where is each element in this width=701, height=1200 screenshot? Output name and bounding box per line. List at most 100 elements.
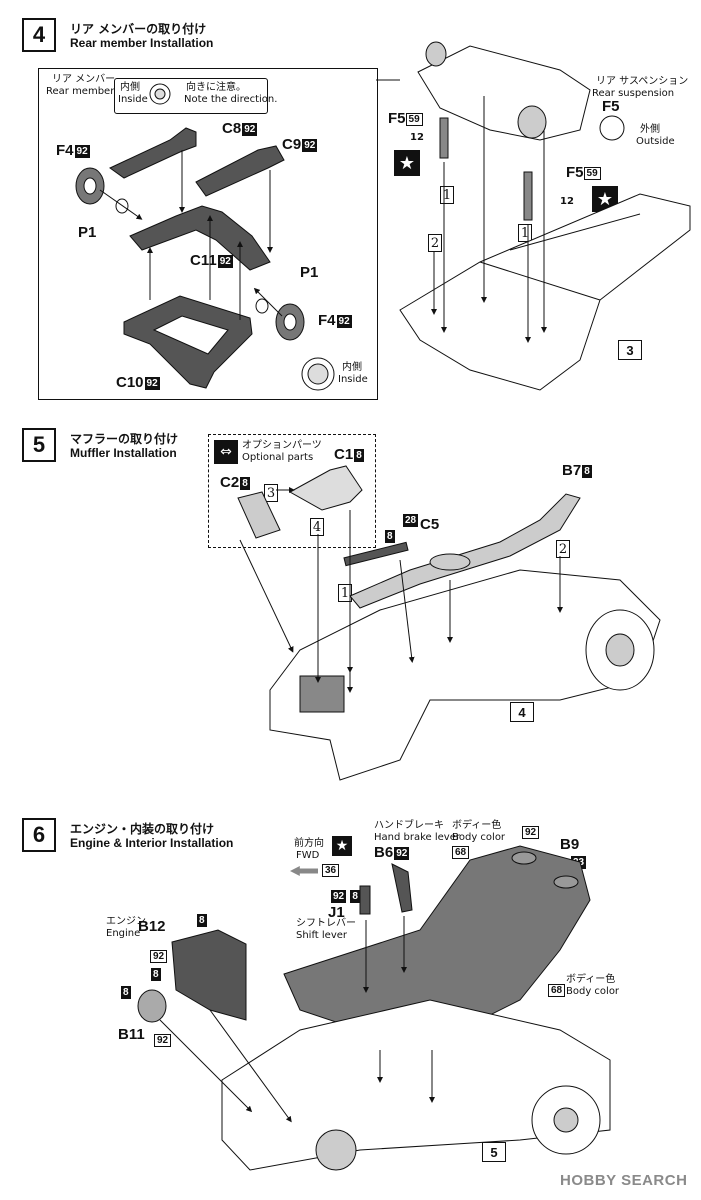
c2-panel: [237, 491, 281, 539]
body-color-en-right: Body color: [566, 986, 620, 997]
c1-cover: [288, 465, 363, 511]
seq-2-step5: 2: [556, 540, 570, 558]
rear-chassis-floor: [399, 193, 691, 391]
part-p1-right-label: P1: [300, 264, 319, 281]
step-ref-4: 4: [510, 702, 534, 722]
rear-member-label-jp: リア メンバー: [52, 74, 116, 85]
inside-wheel-detail: [301, 357, 335, 391]
f4-wheel-left: [75, 167, 105, 205]
seq-3: 3: [264, 484, 278, 502]
optional-parts-box: [208, 434, 376, 548]
part-b12-label: B12: [138, 918, 166, 935]
body-color-jp-top: ボディー色: [452, 820, 502, 831]
step5-arrows: [239, 487, 563, 693]
shift-lever-part: [359, 885, 371, 915]
part-f5-detail-label: F5: [602, 98, 620, 115]
c9-rear-member: [195, 145, 285, 197]
handbrake-jp: ハンドブレーキ: [374, 820, 444, 831]
step4-chassis-arrows: [431, 96, 547, 343]
optional-parts-jp: オプションパーツ: [242, 440, 322, 451]
p1-right-cap: [255, 298, 269, 314]
step6-arrows: [159, 916, 435, 1123]
f5-shock-left: [439, 117, 449, 159]
part-c5-label: C5: [420, 516, 440, 533]
inside-wheel-en: Inside: [338, 374, 368, 385]
f5-left-count: 12: [410, 132, 424, 143]
paint-68-top: 68: [452, 846, 470, 860]
c5-paint-28: 28: [403, 514, 419, 527]
b12-engine: [171, 929, 247, 1021]
inside-wheel-jp: 内側: [342, 362, 362, 373]
engine-en: Engine: [106, 928, 141, 939]
part-b9-label: B9: [560, 836, 580, 853]
b11-paint-92: 92: [154, 1034, 172, 1048]
step-5-title-jp: マフラーの取り付け: [70, 432, 179, 446]
paint-36: 36: [322, 864, 340, 878]
hand-brake-part: [391, 863, 413, 913]
shift-lever-en: Shift lever: [296, 930, 348, 941]
part-b11-label: B11: [118, 1026, 145, 1043]
inside-note-jp: 内側: [120, 82, 140, 93]
shift-lever-jp: シフトレバー: [296, 918, 356, 929]
engine-block-step5: [299, 675, 345, 713]
f5-right-count: 12: [560, 196, 574, 207]
muffler-assembly: [349, 493, 581, 609]
optional-parts-en: Optional parts: [242, 452, 314, 463]
rear-suspension-jp: リア サスペンション: [596, 76, 689, 87]
brand-logo: HOBBY SEARCH: [560, 1172, 687, 1189]
step-4-number: 4: [22, 18, 56, 52]
step-4-title-jp: リア メンバーの取り付け: [70, 22, 207, 36]
front-chassis-step5: [269, 569, 661, 781]
inside-note-wheel: [149, 83, 171, 105]
rear-member-inset-box: [38, 68, 378, 400]
fwd-en: FWD: [296, 850, 320, 861]
c5-pipe: [343, 541, 409, 567]
rear-suspension-en: Rear suspension: [592, 88, 675, 99]
inside-note-box: [114, 78, 268, 114]
outside-en: Outside: [636, 136, 675, 147]
step-6-title-jp: エンジン・内装の取り付け: [70, 822, 215, 836]
paint-92-b9: 92: [522, 826, 540, 840]
c8-rear-member: [109, 127, 197, 179]
f4-wheel-right: [275, 303, 305, 341]
handbrake-en: Hand brake lever: [374, 832, 460, 843]
step-5-title-en: Muffler Installation: [70, 446, 177, 460]
f5-detail-circle: [599, 115, 625, 141]
b12-paint-92: 92: [150, 950, 168, 964]
step4-inset-arrows: [99, 150, 283, 320]
lower-chassis-step6: [221, 999, 611, 1171]
step-ref-5: 5: [482, 1142, 506, 1162]
inside-note-en: Inside: [118, 94, 148, 105]
part-j1-label: J1: [328, 904, 345, 921]
j1-paints: 92 8: [331, 890, 360, 903]
outside-jp: 外側: [640, 124, 660, 135]
body-color-jp-right: ボディー色: [566, 974, 616, 985]
seq-2: 2: [428, 234, 442, 252]
step-6-title-en: Engine & Interior Installation: [70, 836, 234, 850]
star-mark-left: ★: [394, 150, 420, 176]
step-4-title-en: Rear member Installation: [70, 36, 214, 50]
c5-paint-8: 8: [385, 530, 395, 543]
direction-note-en: Note the direction.: [184, 94, 278, 105]
b11-part: [137, 989, 167, 1023]
paint-68-right: 68: [548, 984, 566, 998]
body-color-en-top: Body color: [452, 832, 506, 843]
c11-rear-member: [129, 205, 271, 271]
part-p1-left-label: P1: [78, 224, 97, 241]
c10-rear-frame: [123, 295, 253, 389]
fwd-jp: 前方向: [294, 838, 324, 849]
fwd-arrow-icon: [290, 866, 318, 876]
step-5-number: 5: [22, 428, 56, 462]
